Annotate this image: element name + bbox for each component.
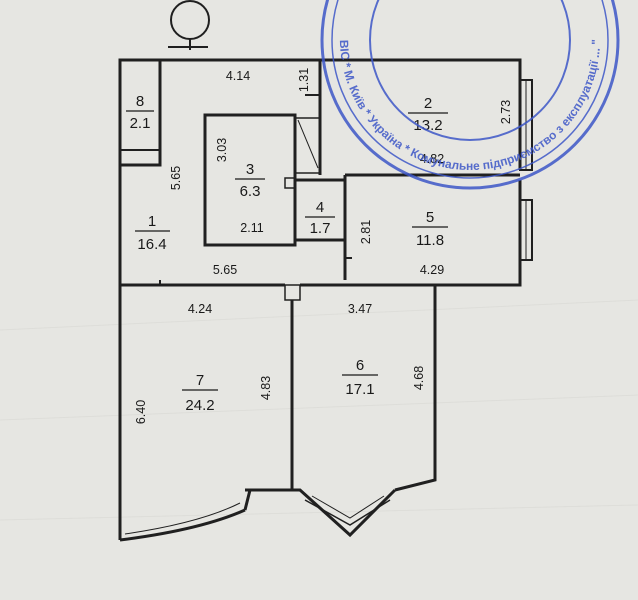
inner-walls [120, 60, 520, 492]
room-8-label: 8 2.1 [126, 93, 154, 132]
dim-4-14: 4.14 [226, 69, 250, 83]
room-area: 13.2 [413, 117, 442, 134]
room-area: 11.8 [416, 232, 444, 249]
dim-4-83: 4.83 [259, 376, 273, 400]
room-number: 8 [136, 93, 144, 110]
room-number: 1 [148, 213, 156, 230]
dim-3-47: 3.47 [348, 302, 372, 316]
room-number: 7 [196, 372, 204, 389]
dim-4-24: 4.24 [188, 302, 212, 316]
dim-4-82: 4.82 [420, 152, 444, 166]
room-area: 1.7 [310, 220, 331, 237]
dimension-labels: 4.14 1.31 2.73 4.82 3.03 5.65 2.11 2.81 … [134, 68, 513, 424]
room-area: 24.2 [185, 397, 214, 414]
dim-2-81: 2.81 [359, 220, 373, 244]
room-3-label: 3 6.3 [235, 161, 265, 200]
window-right-lower [519, 199, 533, 261]
paper-background [0, 299, 638, 521]
dim-2-73: 2.73 [499, 100, 513, 124]
dim-6-40: 6.40 [134, 400, 148, 424]
room-number: 3 [246, 161, 254, 178]
room-7-label: 7 24.2 [182, 372, 218, 414]
dim-5-65-horizontal: 5.65 [213, 263, 237, 277]
room-number: 4 [316, 199, 324, 216]
dim-4-29: 4.29 [420, 263, 444, 277]
bay-window-bottom [304, 495, 391, 526]
dim-3-03: 3.03 [215, 138, 229, 162]
room-number: 5 [426, 209, 434, 226]
dim-5-65-vertical: 5.65 [169, 166, 183, 190]
balcony-symbol [168, 0, 210, 50]
dim-1-31: 1.31 [297, 68, 311, 92]
room-1-label: 1 16.4 [135, 213, 170, 253]
window-right-upper [519, 79, 533, 171]
room-area: 16.4 [137, 236, 166, 253]
dim-2-11: 2.11 [240, 221, 263, 235]
room-area: 2.1 [130, 115, 151, 132]
dim-4-68: 4.68 [412, 366, 426, 390]
room-area: 17.1 [345, 381, 374, 398]
room-number: 6 [356, 357, 364, 374]
room-area: 6.3 [240, 183, 261, 200]
window-curved [124, 502, 241, 535]
room-5-label: 5 11.8 [412, 209, 448, 249]
room-6-label: 6 17.1 [342, 357, 378, 398]
room-2-label: 2 13.2 [408, 95, 448, 134]
room-number: 2 [424, 95, 432, 112]
room-4-label: 4 1.7 [305, 199, 335, 237]
